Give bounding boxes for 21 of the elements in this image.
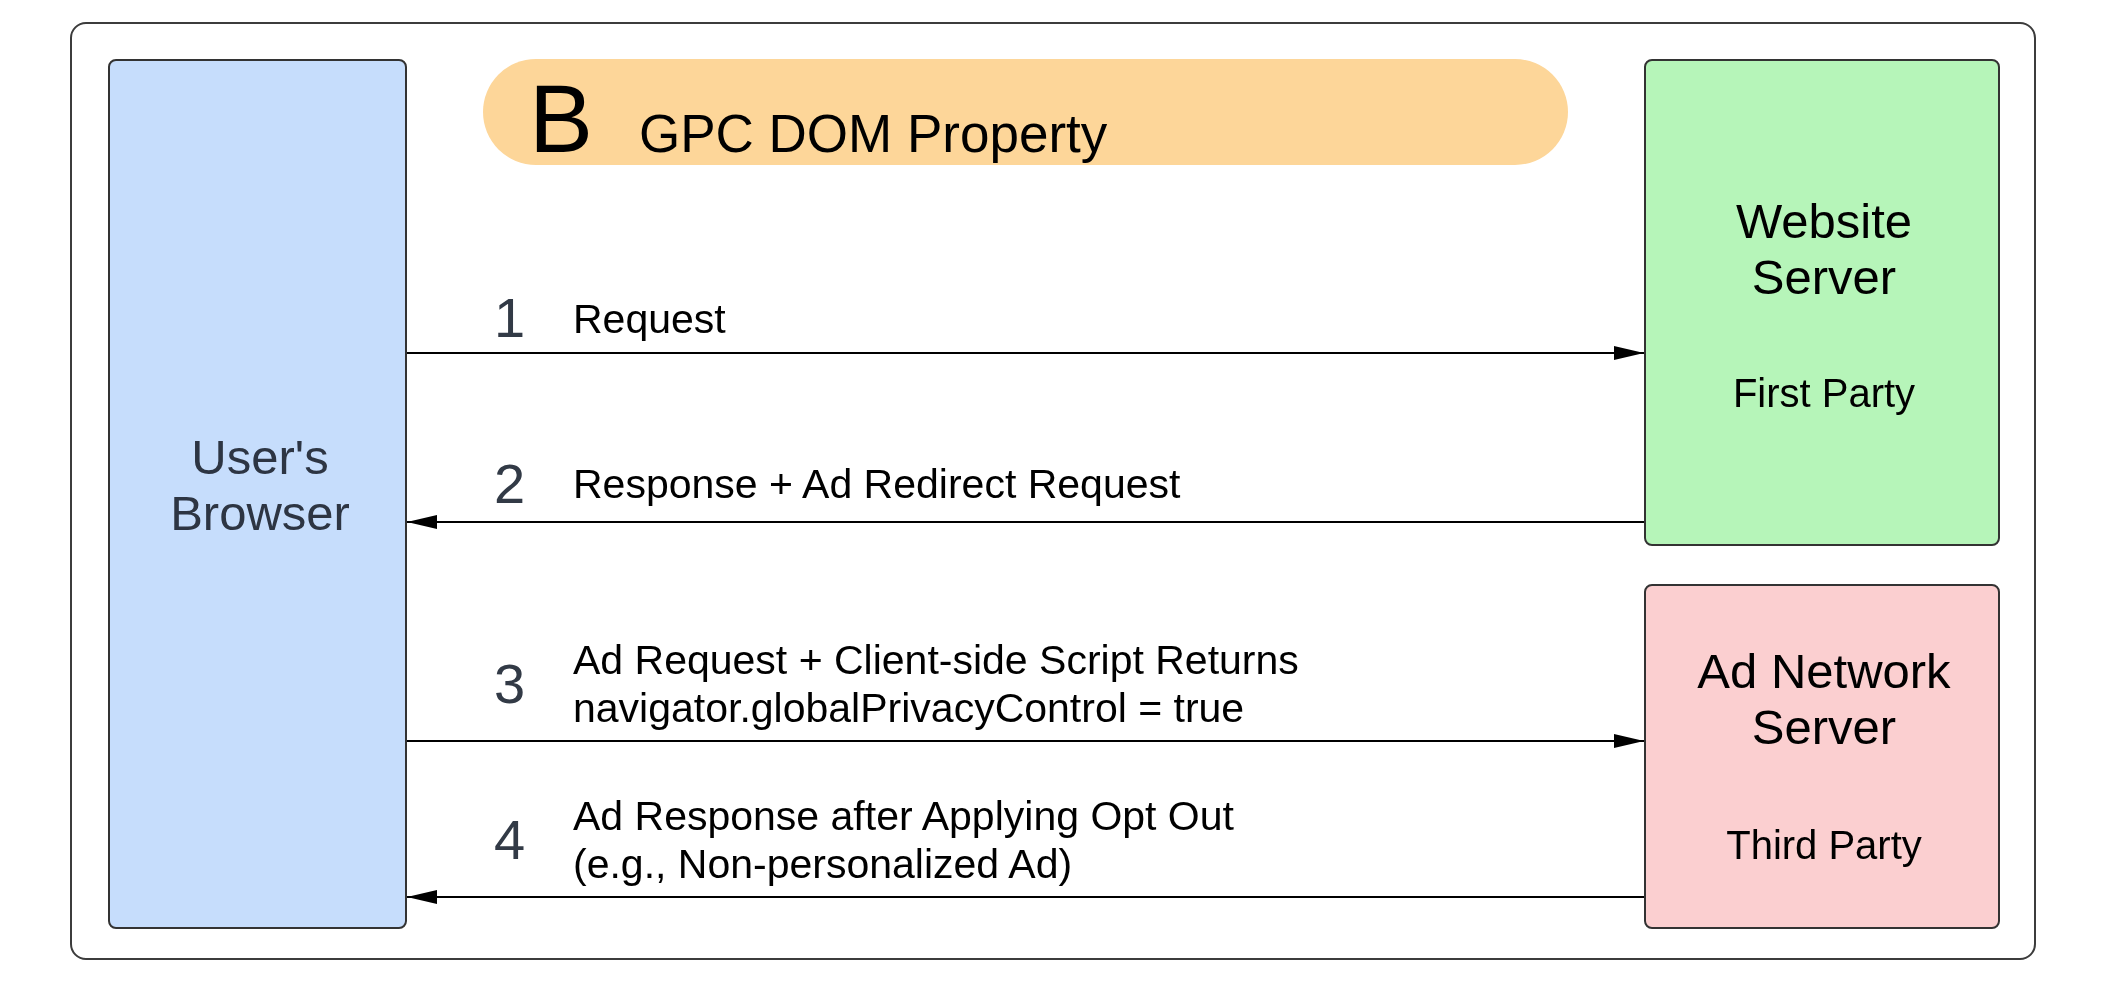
step-number: 4 bbox=[494, 812, 526, 868]
edge-label: Request bbox=[573, 295, 726, 343]
edge-label: Ad Request + Client-side Script Returns navigator.globalPrivacyControl = true bbox=[573, 636, 1300, 732]
client-box bbox=[108, 59, 407, 929]
server-box bbox=[1644, 584, 2000, 929]
node-title: Ad Network Server bbox=[1696, 643, 1952, 756]
arrow bbox=[406, 515, 1645, 529]
node-title: Website Server bbox=[1734, 193, 1914, 306]
edge-label: Ad Response after Applying Opt Out (e.g., Non-personalized Ad) bbox=[573, 792, 1235, 888]
node-subtitle: Third Party bbox=[1726, 822, 1922, 868]
arrow bbox=[406, 734, 1645, 748]
section-letter: B bbox=[529, 71, 594, 167]
step-number: 1 bbox=[494, 290, 526, 346]
step-number: 2 bbox=[494, 456, 526, 512]
node-title: User's Browser bbox=[169, 429, 351, 542]
arrow bbox=[406, 346, 1645, 360]
server-box bbox=[1644, 59, 2000, 546]
node-subtitle: First Party bbox=[1732, 370, 1916, 416]
arrow bbox=[406, 890, 1645, 904]
step-number: 3 bbox=[494, 656, 526, 712]
edge-label: Response + Ad Redirect Request bbox=[573, 460, 1181, 508]
